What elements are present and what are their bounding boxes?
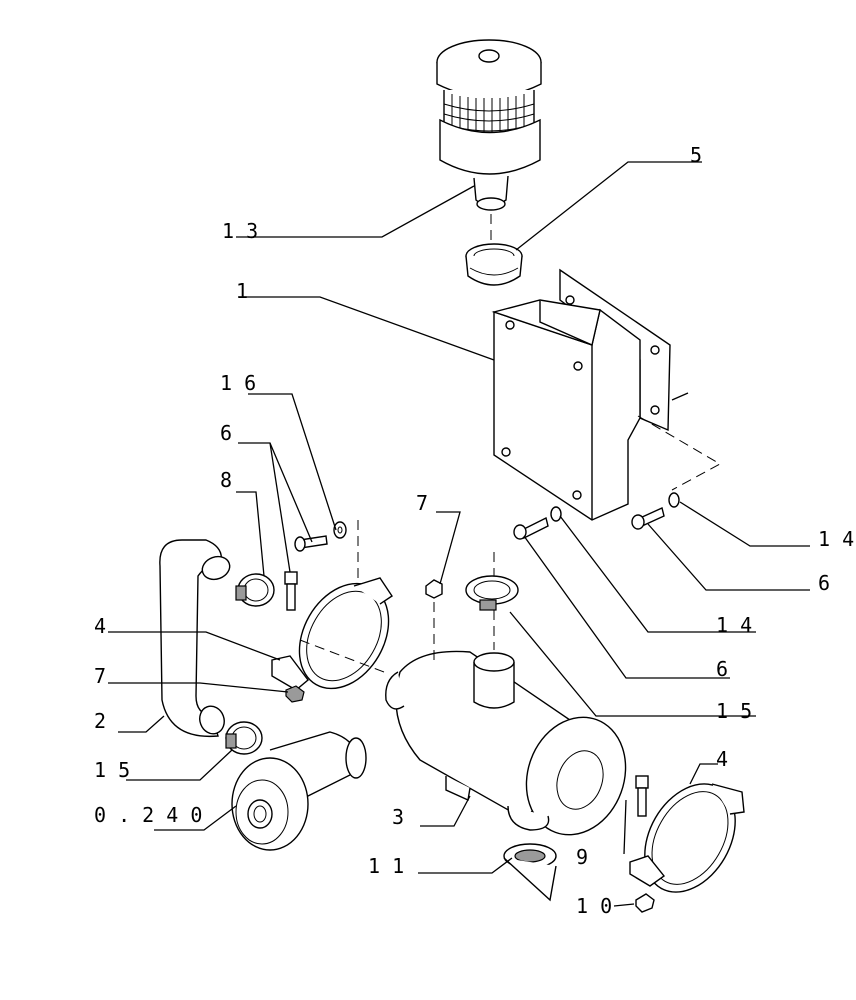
precleaner-part — [436, 39, 542, 211]
bolt-9 — [635, 775, 649, 817]
callout-4-left: 4 — [94, 614, 106, 638]
hose-clamp-8 — [235, 573, 275, 607]
reducer-sleeve-part — [465, 243, 523, 286]
washer-16 — [333, 521, 347, 539]
callout-15-left: 1 5 — [94, 758, 130, 782]
callout-11: 1 1 — [368, 854, 404, 878]
callout-3: 3 — [392, 805, 404, 829]
callout-7-left: 7 — [94, 664, 106, 688]
hose-clamp-15b — [465, 575, 519, 611]
callout-2: 2 — [94, 709, 106, 733]
bolt-6-middle — [513, 516, 549, 540]
callout-8: 8 — [220, 468, 232, 492]
callout-labels: 5 1 3 1 1 6 6 8 7 1 4 6 4 7 2 1 4 6 1 5 … — [94, 143, 854, 918]
mounting-band-left — [271, 577, 393, 691]
bolt-6-upper — [294, 535, 328, 552]
callout-0-240: 0 . 2 4 0 — [94, 803, 202, 827]
callout-14-right: 1 4 — [818, 527, 854, 551]
bolt-vertical-left — [284, 571, 298, 611]
mounting-bracket-part — [491, 268, 689, 521]
callout-6-upper: 6 — [220, 421, 232, 445]
engine-inlet-part — [231, 731, 367, 851]
mounting-band-right — [629, 783, 745, 893]
leader-lines — [108, 161, 810, 907]
air-cleaner-body-part — [385, 650, 627, 836]
nut-7-left — [285, 685, 305, 703]
callout-14-middle: 1 4 — [716, 613, 752, 637]
alignment-lines — [299, 214, 722, 673]
callout-10: 1 0 — [576, 894, 612, 918]
callout-13: 1 3 — [222, 219, 258, 243]
callout-6-middle: 6 — [716, 657, 728, 681]
hose-part — [159, 539, 231, 738]
bolt-6-right — [631, 507, 665, 530]
dust-valve-part — [503, 843, 557, 902]
callout-4-right: 4 — [716, 747, 728, 771]
nut-7-top — [425, 579, 443, 599]
callout-9: 9 — [576, 845, 588, 869]
callout-7-top: 7 — [416, 491, 428, 515]
washer-14-right — [668, 492, 680, 508]
callout-1: 1 — [236, 279, 248, 303]
callout-15-right: 1 5 — [716, 699, 752, 723]
washer-14-middle — [550, 506, 562, 522]
hose-clamp-15a — [225, 721, 263, 755]
callout-5: 5 — [690, 143, 702, 167]
nut-10 — [635, 893, 655, 913]
callout-16: 1 6 — [220, 371, 256, 395]
callout-6-right: 6 — [818, 571, 830, 595]
